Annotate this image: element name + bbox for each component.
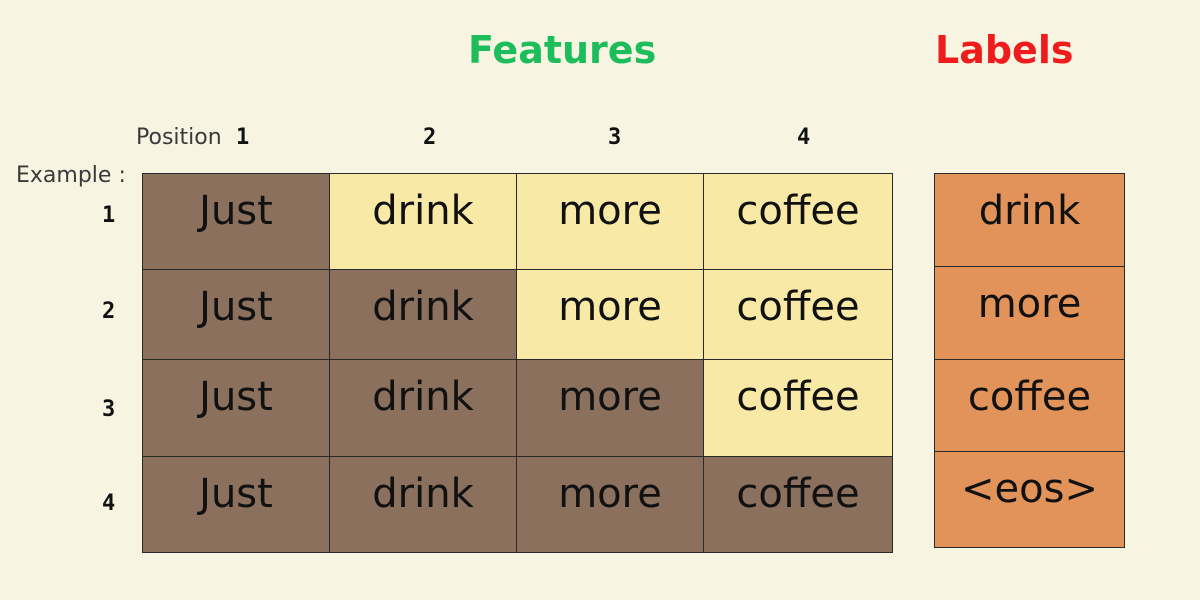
example-number: 1 [102,203,116,228]
labels-title: Labels [935,28,1074,72]
feature-token: Just [199,374,273,420]
feature-token: drink [372,374,474,420]
example-number: 2 [102,299,116,324]
feature-cell-future: more [516,269,704,360]
feature-cell-context: Just [142,269,330,360]
feature-cell-context: more [516,359,704,457]
feature-token: more [558,374,662,420]
example-number: 3 [102,397,116,422]
features-title: Features [468,28,657,72]
label-token: <eos> [961,466,1098,512]
position-number: 3 [608,125,622,150]
label-cell: more [934,266,1125,360]
label-token: coffee [967,374,1092,420]
label-token: more [977,281,1082,327]
feature-cell-context: drink [329,269,517,360]
example-axis-label: Example : [16,163,126,188]
feature-cell-future: coffee [703,173,893,270]
feature-token: drink [372,188,474,234]
feature-cell-context: drink [329,456,517,553]
feature-token: coffee [736,471,860,517]
feature-cell-future: drink [329,173,517,270]
position-number: 2 [423,125,437,150]
feature-cell-context: drink [329,359,517,457]
position-number: 1 [236,125,250,150]
feature-token: more [558,284,662,330]
position-axis-label: Position [136,125,222,150]
feature-cell-future: coffee [703,359,893,457]
feature-token: drink [372,471,474,517]
feature-token: more [558,188,662,234]
feature-token: more [558,471,662,517]
feature-cell-context: coffee [703,456,893,553]
feature-cell-context: Just [142,173,330,270]
feature-token: drink [372,284,474,330]
label-cell: drink [934,173,1125,267]
feature-token: Just [199,284,273,330]
feature-token: coffee [736,374,860,420]
position-number: 4 [797,125,811,150]
label-token: drink [978,188,1081,234]
feature-cell-context: Just [142,456,330,553]
label-cell: coffee [934,359,1125,452]
feature-token: coffee [736,188,860,234]
feature-token: Just [199,471,273,517]
example-number: 4 [102,491,116,516]
feature-cell-future: coffee [703,269,893,360]
feature-token: Just [199,188,273,234]
label-cell: <eos> [934,451,1125,548]
feature-cell-context: Just [142,359,330,457]
feature-cell-future: more [516,173,704,270]
feature-cell-context: more [516,456,704,553]
feature-token: coffee [736,284,860,330]
